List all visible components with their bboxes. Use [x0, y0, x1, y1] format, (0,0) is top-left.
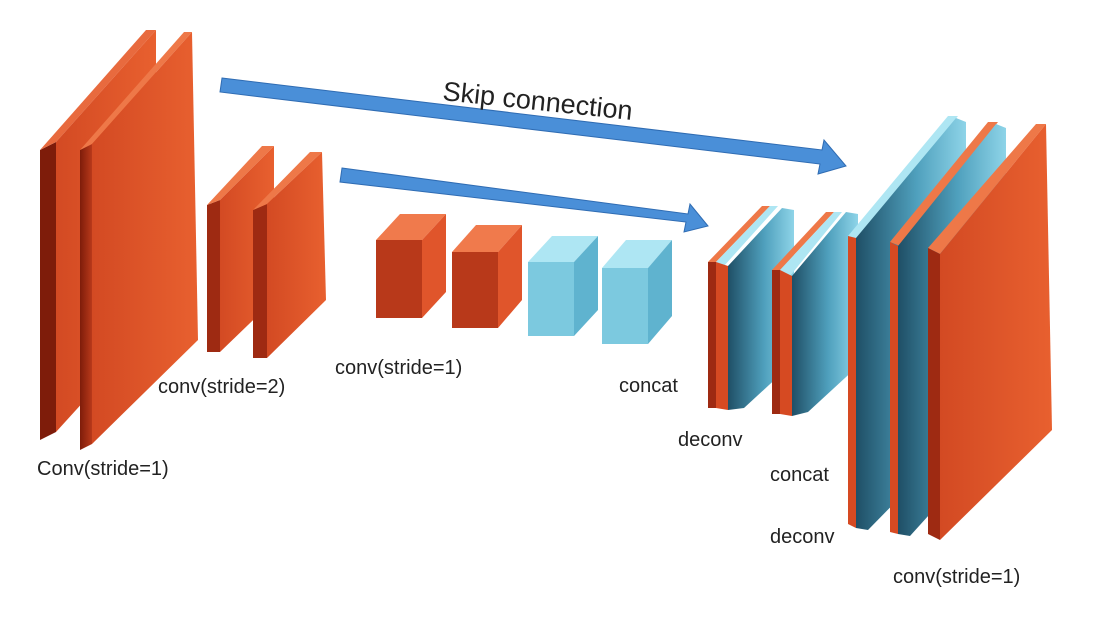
encoder-conv-stride1-label: Conv(stride=1) [37, 458, 169, 480]
bottleneck-block [376, 214, 672, 344]
conv-slab [253, 152, 326, 358]
conv-cube [452, 225, 522, 328]
concat-cube [602, 240, 672, 344]
bottleneck-concat-label: concat [619, 375, 678, 397]
conv-slab [80, 32, 198, 450]
encoder-conv-stride1-block [40, 30, 198, 450]
decoder-deconv-label-1: deconv [678, 429, 743, 451]
decoder-deconv-block-1 [708, 206, 858, 416]
concat-cube [528, 236, 598, 336]
bottleneck-conv-stride1-label: conv(stride=1) [335, 357, 462, 379]
decoder-concat-label: concat [770, 464, 829, 486]
final-conv-slab [928, 124, 1052, 540]
skip-connection-arrow-short [339, 167, 709, 233]
decoder-conv-stride1-label: conv(stride=1) [893, 566, 1020, 588]
skip-connection-arrow-long [219, 77, 847, 175]
conv-cube [376, 214, 446, 318]
encoder-conv-stride2-block [207, 146, 326, 358]
encoder-conv-stride2-label: conv(stride=2) [158, 376, 285, 398]
deconv-slab [772, 212, 858, 416]
decoder-deconv-label-2: deconv [770, 526, 835, 548]
decoder-deconv-block-2 [848, 116, 1052, 540]
